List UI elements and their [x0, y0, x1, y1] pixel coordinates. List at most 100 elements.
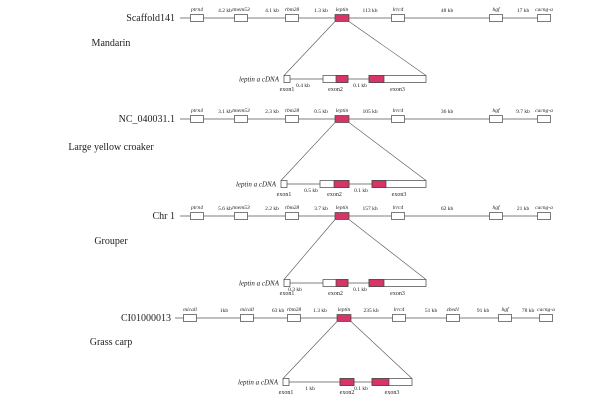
gene-box	[240, 314, 254, 322]
expansion-line	[280, 122, 336, 181]
gene-label: lrrc4	[393, 6, 404, 13]
exon3-label: exon3	[385, 390, 400, 396]
gene-box	[285, 212, 299, 220]
distance-label: 157 kb	[362, 206, 377, 212]
distance-label: 105 kb	[362, 109, 377, 115]
exon3-label: exon3	[392, 192, 407, 198]
gene-box	[498, 314, 512, 322]
intron2-length: 0.1 kb	[354, 386, 368, 392]
gene-box	[190, 115, 204, 123]
gene-label: cacng-a	[537, 307, 555, 313]
distance-label: 4.1 kb	[265, 8, 279, 14]
expansion-line	[283, 21, 336, 76]
gene-box	[539, 314, 553, 322]
distance-label: 1.3 kb	[313, 308, 327, 314]
gene-box	[489, 212, 503, 220]
exon3-coding	[368, 279, 385, 287]
distance-label: 2.2 kb	[265, 206, 279, 212]
gene-label: cacng-a	[535, 205, 553, 211]
leptin-gene-box	[334, 14, 350, 22]
gene-label: zbed1	[446, 307, 460, 313]
intron1-length: 0.4 kb	[296, 83, 310, 89]
leptin-gene-box	[334, 212, 350, 220]
distance-label: 2.3 kb	[265, 109, 279, 115]
intron1-length: 0.3 kb	[288, 287, 302, 293]
intron2-length: 0.1 kb	[354, 188, 368, 194]
exon1-box	[283, 75, 291, 83]
gene-label: tmem53	[232, 108, 250, 114]
exon2-label: exon2	[328, 291, 343, 297]
gene-box	[392, 314, 406, 322]
gene-box	[234, 14, 248, 22]
exon1-box	[283, 279, 291, 287]
gene-box	[537, 212, 551, 220]
distance-label: 4.2 kb	[218, 8, 232, 14]
distance-label: 0.5 kb	[314, 109, 328, 115]
species-label: Grass carp	[90, 337, 132, 348]
leptin-gene-label: leptin	[336, 205, 349, 211]
gene-box	[537, 14, 551, 22]
gene-box	[537, 115, 551, 123]
gene-box	[489, 115, 503, 123]
distance-label: 48 kb	[441, 8, 454, 14]
exon3-coding	[371, 180, 387, 188]
gene-box	[391, 212, 405, 220]
exon2-label: exon2	[340, 390, 355, 396]
gene-label: micall	[240, 307, 254, 313]
expansion-line	[348, 219, 427, 280]
gene-box	[391, 14, 405, 22]
distance-label: 3.1 kb	[218, 109, 232, 115]
cdna-label: leptin a cDNA	[238, 379, 279, 387]
exon2-coding	[335, 279, 349, 287]
species-label: Grouper	[94, 236, 128, 247]
intron1-length: 1 kb	[305, 386, 315, 392]
expansion-line	[282, 321, 338, 379]
gene-label: rbm28	[285, 108, 300, 114]
exon1-label: exon1	[280, 291, 295, 297]
distance-label: 1.3 kb	[314, 8, 328, 14]
exon3-coding	[368, 75, 385, 83]
scaffold-label: CI01000013	[121, 313, 171, 324]
species-label: Mandarin	[92, 38, 131, 49]
distance-label: 78 kb	[522, 308, 535, 314]
scaffold-label: NC_040031.1	[119, 114, 175, 125]
gene-label: tmem53	[232, 7, 250, 13]
scaffold-label: Chr 1	[153, 211, 176, 222]
intron2-length: 0.1 kb	[353, 287, 367, 293]
expansion-line	[283, 219, 336, 280]
intron2-length: 0.1 kb	[353, 83, 367, 89]
gene-box	[234, 212, 248, 220]
gene-label: tmem53	[232, 205, 250, 211]
distance-label: 17 kb	[517, 8, 530, 14]
gene-box	[446, 314, 460, 322]
gene-box	[285, 115, 299, 123]
gene-label: rbm28	[287, 307, 302, 313]
gene-box	[190, 14, 204, 22]
cdna-label: leptin a cDNA	[239, 76, 280, 84]
gene-label: cacng-a	[535, 108, 553, 114]
exon1-box	[282, 378, 290, 386]
cdna-label: leptin a cDNA	[236, 181, 277, 189]
distance-label: 113 kb	[363, 8, 378, 14]
gene-label: lrrc4	[393, 107, 404, 114]
gene-label: hgf	[492, 204, 501, 211]
distance-label: 36 kb	[441, 109, 454, 115]
species-label: Large yellow croaker	[68, 142, 154, 153]
gene-box	[285, 14, 299, 22]
gene-box	[183, 314, 197, 322]
exon1-label: exon1	[277, 192, 292, 198]
exon3-coding	[371, 378, 390, 386]
gene-label: ptrn4	[190, 107, 203, 114]
gene-label: micall	[183, 307, 197, 313]
exon2-coding	[339, 378, 355, 386]
gene-label: lrrc4	[394, 306, 405, 313]
leptin-gene-label: leptin	[338, 307, 351, 313]
gene-label: rbm28	[285, 7, 300, 13]
exon3-label: exon3	[390, 291, 405, 297]
gene-box	[287, 314, 301, 322]
gene-label: cacng-a	[535, 7, 553, 13]
gene-box	[489, 14, 503, 22]
exon2-coding	[335, 75, 349, 83]
